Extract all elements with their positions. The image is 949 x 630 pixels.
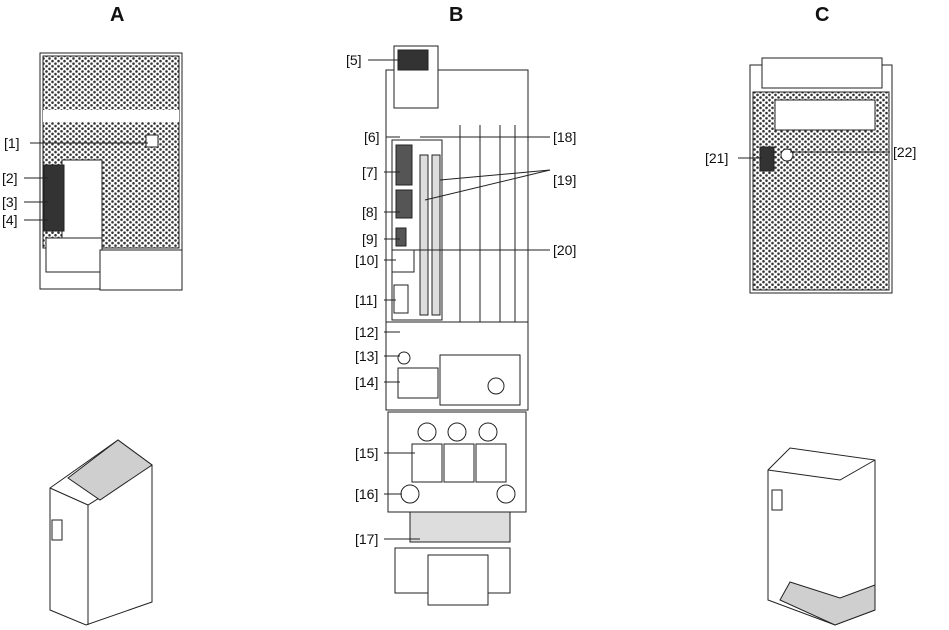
callout-2: [2]	[2, 170, 18, 186]
view-b-front	[385, 45, 529, 606]
callout-22: [22]	[893, 144, 917, 160]
callout-5: [5]	[346, 52, 362, 68]
callout-4: [4]	[2, 212, 18, 228]
view-label-b: B	[449, 4, 464, 26]
callout-6: [6]	[364, 129, 380, 145]
view-a-isometric	[49, 439, 153, 626]
view-c-isometric	[767, 447, 876, 626]
callout-19: [19]	[553, 172, 577, 188]
callout-11: [11]	[355, 292, 378, 308]
callout-21: [21]	[705, 150, 729, 166]
view-label-c: C	[815, 4, 830, 26]
callout-7: [7]	[362, 164, 378, 180]
callout-3: [3]	[2, 194, 18, 210]
callout-15: [15]	[355, 445, 379, 461]
callout-8: [8]	[362, 204, 378, 220]
callout-9: [9]	[362, 231, 378, 247]
view-c-front	[749, 57, 893, 294]
callout-17: [17]	[355, 531, 379, 547]
callout-20: [20]	[553, 242, 577, 258]
callout-18: [18]	[553, 129, 577, 145]
callout-1: [1]	[4, 135, 20, 151]
callout-12: [12]	[355, 324, 379, 340]
callout-13: [13]	[355, 348, 379, 364]
leader-lines	[24, 59, 890, 540]
view-a-front	[39, 52, 183, 291]
callout-16: [16]	[355, 486, 379, 502]
view-label-a: A	[110, 4, 125, 26]
callout-10: [10]	[355, 252, 379, 268]
callout-14: [14]	[355, 374, 379, 390]
